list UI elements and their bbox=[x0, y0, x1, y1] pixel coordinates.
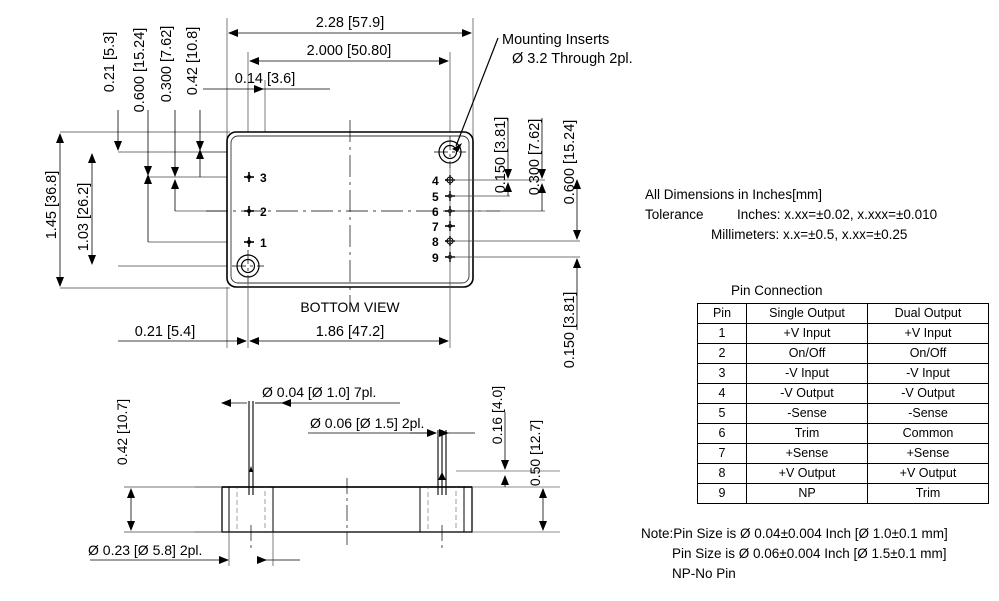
cell-pin: 7 bbox=[697, 443, 747, 464]
label-overall-height: 1.45 [36.8] bbox=[44, 171, 60, 240]
note-tolerance-inches: Inches: x.xx=±0.02, x.xxx=±0.010 bbox=[737, 207, 938, 222]
note-tolerance-label: Tolerance bbox=[645, 207, 704, 222]
dim-insert-dia bbox=[90, 532, 300, 566]
footer-note-3: NP-No Pin bbox=[672, 566, 736, 581]
pin-label-2: 2 bbox=[260, 205, 267, 219]
cell-pin: 4 bbox=[697, 383, 747, 404]
side-view-insert-left bbox=[236, 486, 266, 533]
cell-dual: +V Input bbox=[867, 323, 989, 344]
cell-dual: Trim bbox=[867, 483, 989, 504]
cell-pin: 3 bbox=[697, 363, 747, 384]
footer-note-1: Note:Pin Size is Ø 0.04±0.004 Inch [Ø 1.… bbox=[641, 526, 948, 541]
table-row: 6 Trim Common bbox=[697, 423, 989, 444]
cell-dual: -V Input bbox=[867, 363, 989, 384]
extension-lines-right bbox=[448, 179, 580, 258]
table-header-row: Pin Single Output Dual Output bbox=[697, 303, 989, 324]
side-view-pin-large bbox=[437, 430, 447, 495]
cell-dual: On/Off bbox=[867, 343, 989, 364]
callout-line-2: Ø 3.2 Through 2pl. bbox=[512, 51, 633, 67]
table-row: 2 On/Off On/Off bbox=[697, 343, 989, 364]
cell-dual: -Sense bbox=[867, 403, 989, 424]
label-mounting-span: 1.86 [47.2] bbox=[316, 324, 385, 340]
pin-markers-left bbox=[244, 172, 254, 247]
pin-label-8: 8 bbox=[432, 235, 439, 249]
pin-label-7: 7 bbox=[432, 220, 439, 234]
pin-label-5: 5 bbox=[432, 190, 439, 204]
pin-label-3: 3 bbox=[260, 171, 267, 185]
cell-dual: -V Output bbox=[867, 383, 989, 404]
label-top-edge-to-pin3: 0.21 [5.3] bbox=[102, 32, 118, 92]
label-pin-length: 0.42 [10.7] bbox=[114, 399, 130, 465]
cell-dual: Common bbox=[867, 423, 989, 444]
extension-lines-left bbox=[60, 131, 240, 289]
cell-dual: +V Output bbox=[867, 463, 989, 484]
pin-connection-table: Pin Single Output Dual Output 1 +V Input… bbox=[697, 303, 989, 504]
cell-single: +Sense bbox=[746, 443, 868, 464]
pin-label-9: 9 bbox=[432, 251, 439, 265]
side-view-centre-lines bbox=[250, 478, 443, 548]
footer-note-2: Pin Size is Ø 0.06±0.004 Inch [Ø 1.5±0.1… bbox=[672, 546, 947, 561]
table-row: 3 -V Input -V Input bbox=[697, 363, 989, 384]
table-row: 5 -Sense -Sense bbox=[697, 403, 989, 424]
label-large-pin-dia: Ø 0.06 [Ø 1.5] 2pl. bbox=[310, 415, 424, 431]
cell-single: NP bbox=[746, 483, 868, 504]
table-row: 1 +V Input +V Input bbox=[697, 323, 989, 344]
label-inner-height: 1.03 [26.2] bbox=[76, 183, 92, 252]
label-left-offset: 0.21 [5.4] bbox=[135, 324, 195, 340]
side-view-insert-right bbox=[427, 486, 457, 533]
label-pin4-to-pin6: 0.300 [7.62] bbox=[527, 119, 543, 196]
label-small-pin-dia: Ø 0.04 [Ø 1.0] 7pl. bbox=[262, 384, 376, 400]
label-edge-to-pin: 0.14 [3.6] bbox=[235, 71, 295, 87]
callout-line-1: Mounting Inserts bbox=[502, 32, 609, 48]
callout-arrow bbox=[452, 143, 462, 152]
callout-leader-line bbox=[455, 37, 499, 147]
label-body-height: 0.50 [12.7] bbox=[527, 420, 543, 486]
cell-pin: 2 bbox=[697, 343, 747, 364]
cell-single: -V Input bbox=[746, 363, 868, 384]
extension-lines-bottom bbox=[226, 163, 451, 348]
cell-single: On/Off bbox=[746, 343, 868, 364]
cell-pin: 5 bbox=[697, 403, 747, 424]
label-pin-pitch: 0.150 [3.81] bbox=[493, 117, 509, 194]
note-tolerance-mm: Millimeters: x.x=±0.5, x.xx=±0.25 bbox=[711, 227, 908, 242]
note-all-dimensions: All Dimensions in Inches[mm] bbox=[645, 187, 823, 202]
pin-label-1: 1 bbox=[260, 236, 267, 250]
label-top-to-pin-row: 0.42 [10.8] bbox=[185, 27, 201, 96]
bottom-view-label: BOTTOM VIEW bbox=[300, 299, 400, 315]
pin-label-4: 4 bbox=[432, 174, 439, 188]
side-view-pin-small bbox=[248, 401, 254, 495]
pin-table-title: Pin Connection bbox=[731, 283, 823, 298]
label-pin3-to-pin2: 0.300 [7.62] bbox=[159, 26, 175, 103]
table-row: 9 NP Trim bbox=[697, 483, 989, 504]
table-row: 7 +Sense +Sense bbox=[697, 443, 989, 464]
cell-single: -V Output bbox=[746, 383, 868, 404]
cell-single: +V Output bbox=[746, 463, 868, 484]
label-pin8-to-pin9: 0.150 [3.81] bbox=[562, 292, 578, 369]
label-insert-dia: Ø 0.23 [Ø 5.8] 2pl. bbox=[88, 542, 202, 558]
cell-pin: 8 bbox=[697, 463, 747, 484]
header-single-output: Single Output bbox=[746, 303, 868, 324]
label-pin4-to-pin8: 0.600 [15.24] bbox=[562, 120, 578, 205]
cell-pin: 1 bbox=[697, 323, 747, 344]
header-dual-output: Dual Output bbox=[867, 303, 989, 324]
cell-dual: +Sense bbox=[867, 443, 989, 464]
cell-single: Trim bbox=[746, 423, 868, 444]
cell-single: -Sense bbox=[746, 403, 868, 424]
label-pin3-to-pin1: 0.600 [15.24] bbox=[132, 28, 148, 113]
table-row: 8 +V Output +V Output bbox=[697, 463, 989, 484]
cell-single: +V Input bbox=[746, 323, 868, 344]
label-standoff-height: 0.16 [4.0] bbox=[489, 386, 505, 444]
label-pin-span-width: 2.000 [50.80] bbox=[307, 43, 392, 59]
pin-label-6: 6 bbox=[432, 205, 439, 219]
cell-pin: 9 bbox=[697, 483, 747, 504]
cell-pin: 6 bbox=[697, 423, 747, 444]
table-row: 4 -V Output -V Output bbox=[697, 383, 989, 404]
header-pin: Pin bbox=[697, 303, 747, 324]
extension-lines-top bbox=[226, 18, 474, 175]
label-overall-width: 2.28 [57.9] bbox=[316, 15, 385, 31]
